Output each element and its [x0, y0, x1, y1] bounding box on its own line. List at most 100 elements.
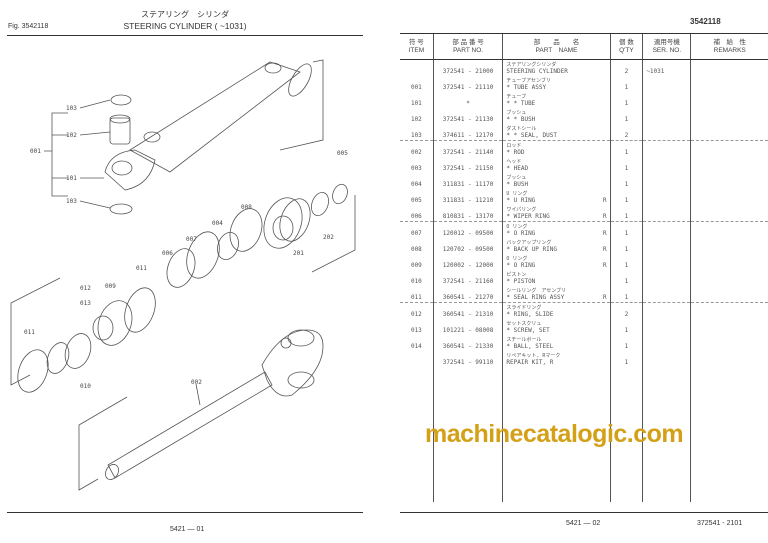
item-cell: 011: [410, 294, 422, 301]
part-name-jp: ピストン: [506, 272, 527, 278]
qty-cell: 1: [609, 189, 643, 205]
qty-cell: 1: [609, 351, 643, 367]
ser-no-cell: [642, 108, 691, 124]
part-name-en: STEERING CYLINDER: [506, 68, 568, 75]
part-name-en: * HEAD: [506, 165, 529, 172]
part-name-en: * TUBE ASSY: [506, 84, 547, 91]
callout-label: 202: [323, 234, 334, 241]
column-header-jp: 適用号機: [653, 38, 680, 46]
part-name-jp: リペアキット, Rマーク: [506, 353, 561, 359]
ser-no-cell: [642, 157, 691, 173]
remarks-cell: [690, 76, 768, 92]
callout-label: 012: [80, 285, 91, 292]
ser-no-cell: [642, 270, 691, 286]
part-name-jp: ブッシュ: [506, 110, 527, 116]
ser-no-cell: [642, 173, 691, 189]
leader-lines: [79, 99, 111, 209]
part-no-cell: 372541 - 21000: [432, 59, 503, 76]
part-name-en: * BUSH: [506, 181, 529, 188]
ser-no-cell: [642, 140, 691, 157]
part-name-cell: チューブアセンブリ* TUBE ASSY: [502, 76, 611, 92]
part-name-cell: セットスクリュ* SCREW, SET: [502, 319, 611, 335]
part-no-cell: 311831 - 11170: [432, 173, 503, 189]
remarks-cell: [690, 286, 768, 303]
remarks-cell: [690, 205, 768, 222]
repair-kit-mark: R: [602, 197, 607, 204]
part-name-cell: ダストシール* * SEAL, DUST: [502, 124, 611, 141]
part-name-en: * PISTON: [506, 278, 536, 285]
part-name-jp: ダストシール: [506, 126, 537, 132]
qty-cell: 1: [609, 319, 643, 335]
qty-cell: 1: [609, 205, 643, 222]
part-no-cell: 120012 - 09500: [432, 221, 503, 238]
part-name-en: * ROD: [506, 149, 525, 156]
footer-rule-right: [400, 512, 768, 513]
item-cell: 002: [400, 140, 434, 157]
qty-cell: 1: [609, 335, 643, 351]
part-name-en: * WIPER RING: [506, 213, 550, 220]
item-cell: 004: [410, 181, 422, 188]
part-name-jp: スライドリング: [506, 305, 542, 311]
column-header-en: ITEM: [408, 46, 425, 54]
part-name-cell: ブッシュ* * BUSH: [502, 108, 611, 124]
part-no-cell: 360541 - 21330: [432, 335, 503, 351]
ser-no-cell: [642, 286, 691, 303]
tube-port: [264, 62, 282, 74]
remarks-cell: [690, 140, 768, 157]
part-name-en: * U RING: [506, 197, 536, 204]
part-no-cell: 120702 - 09500: [432, 238, 503, 254]
part-name-jp: ヘッド: [506, 159, 522, 165]
repair-kit-mark: R: [602, 213, 607, 220]
callout-label: 011: [24, 329, 35, 336]
remarks-cell: [690, 92, 768, 108]
callout-label: 101: [66, 175, 77, 182]
part-no-cell: 120002 - 12000: [432, 254, 503, 270]
part-no-cell: 372541 - 21150: [432, 157, 503, 173]
repair-kit-mark: R: [602, 294, 607, 301]
ser-no-cell: [642, 221, 691, 238]
item-cell: 014: [410, 343, 422, 350]
part-name-cell: ロッド* ROD: [502, 140, 611, 157]
part-name-en: * * BUSH: [506, 116, 536, 123]
item-cell: 102: [410, 116, 422, 123]
callout-label: 013: [80, 300, 91, 307]
part-name-en: * BALL, STEEL: [506, 343, 554, 350]
qty-cell: 1: [609, 254, 643, 270]
part-name-en: * O RING: [506, 262, 536, 269]
rod-shaft: [107, 371, 273, 479]
part-no-cell: 810831 - 13170: [432, 205, 503, 222]
qty-cell: 1: [609, 238, 643, 254]
item-cell: 005: [410, 197, 422, 204]
part-no-cell: 101221 - 08008: [432, 319, 503, 335]
callout-label: 007: [186, 236, 197, 243]
table-filler: [400, 367, 768, 502]
ser-no-cell: [642, 319, 691, 335]
part-no-cell: 372541 - 99110: [432, 351, 503, 367]
column-header-jp: 部 品 名: [533, 38, 580, 46]
ser-no-cell: [642, 76, 691, 92]
piston: [97, 300, 133, 346]
item-cell: 009: [410, 262, 422, 269]
watermark: machinecatalogic.com: [425, 420, 684, 448]
qty-cell: 2: [609, 124, 643, 141]
remarks-cell: [690, 173, 768, 189]
part-name-jp: シールリング アセンブリ: [506, 288, 567, 294]
qty-cell: 1: [609, 140, 643, 157]
part-name-cell: ブッシュ* BUSH: [502, 173, 611, 189]
dust-seal: [110, 94, 132, 106]
item-cell: 101: [410, 100, 422, 107]
header-rule: [7, 35, 363, 36]
part-name-jp: ブッシュ: [506, 175, 527, 181]
callout-label: 008: [241, 204, 252, 211]
